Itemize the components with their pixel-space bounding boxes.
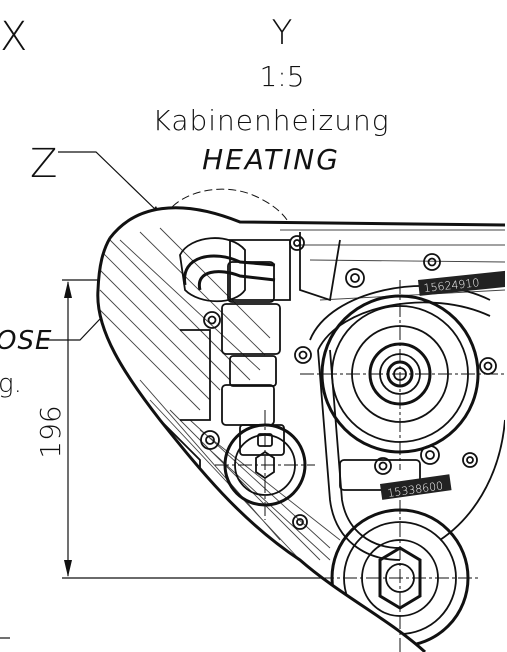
detail-circle-z: [164, 188, 293, 233]
view-label-y: Y: [272, 13, 293, 53]
view-label-x: X: [0, 14, 27, 60]
part-number-1: 15624910: [423, 276, 480, 295]
dimension-value: 196: [34, 405, 67, 458]
center-lines: [215, 280, 505, 652]
title-english: HEATING: [202, 143, 340, 176]
hose-label: OSE: [0, 326, 52, 356]
dimension-arrow-top: [64, 281, 72, 298]
dimension-arrow-bottom: [64, 560, 72, 577]
detail-view-outline: [96, 206, 506, 652]
note-label: g.: [0, 369, 22, 399]
detail-label-z: Z: [30, 141, 57, 187]
engine-detail-view: 15624910 15338600: [96, 206, 506, 652]
z-leader-line: [58, 151, 159, 213]
scale-label: 1:5: [259, 60, 304, 93]
title-german: Kabinenheizung: [152, 104, 389, 137]
